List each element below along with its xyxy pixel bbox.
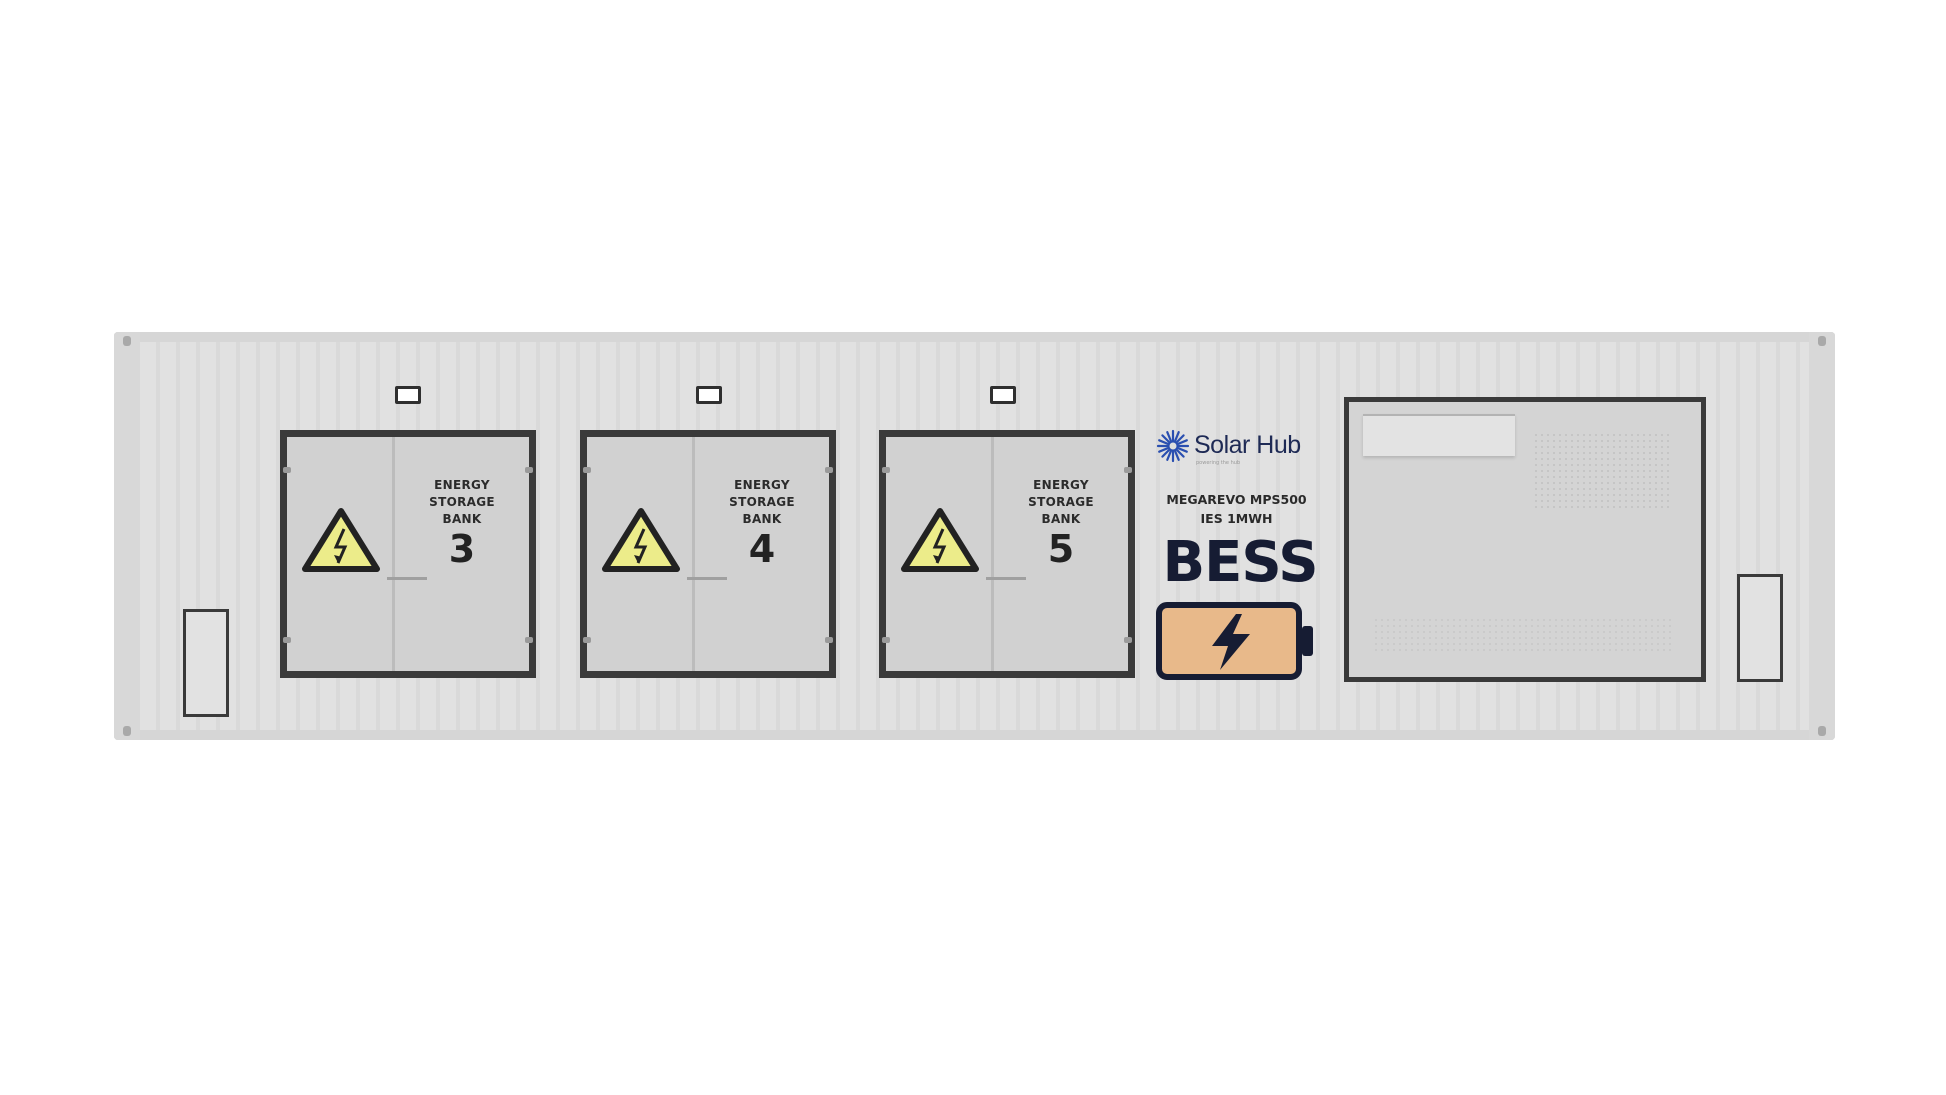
hinge [882, 467, 890, 473]
hinge [882, 637, 890, 643]
high-voltage-warning-icon [302, 508, 380, 572]
hinge [825, 467, 833, 473]
solar-hub-logo: Solar Hub powering the hub [1156, 427, 1316, 467]
door-latch[interactable] [986, 577, 1026, 580]
door-left-leaf [587, 437, 695, 671]
storage-bank-door-4[interactable]: ENERGY STORAGE BANK 4 [580, 430, 836, 678]
bank-label-line3: BANK [1041, 512, 1081, 526]
left-vent [183, 609, 229, 717]
right-corner-post [1809, 332, 1835, 740]
hinge [283, 637, 291, 643]
door-latch[interactable] [387, 577, 427, 580]
bank-label-line3: BANK [742, 512, 782, 526]
right-vent [1737, 574, 1783, 682]
bank-label: ENERGY STORAGE BANK 3 [395, 477, 529, 570]
sunburst-icon [1156, 429, 1190, 463]
bank-number: 4 [748, 527, 776, 571]
hinge [825, 637, 833, 643]
model-line1: MEGAREVO MPS500 [1166, 492, 1307, 507]
bank-label-line2: STORAGE [429, 495, 495, 509]
bess-title: BESS [1162, 530, 1318, 595]
equipment-access-panel[interactable] [1344, 397, 1706, 682]
bank-number: 3 [448, 527, 476, 571]
model-line2: IES 1MWH [1200, 511, 1273, 526]
battery-lightning-icon [1156, 602, 1313, 680]
high-voltage-warning-icon [901, 508, 979, 572]
left-corner-post [114, 332, 140, 740]
door-latch[interactable] [687, 577, 727, 580]
bank-label: ENERGY STORAGE BANK 4 [695, 477, 829, 570]
bank-label-line1: ENERGY [434, 478, 490, 492]
top-rail [114, 332, 1835, 342]
storage-bank-door-5[interactable]: ENERGY STORAGE BANK 5 [879, 430, 1135, 678]
hinge [583, 467, 591, 473]
hinge [1124, 467, 1132, 473]
bank-label-line1: ENERGY [1033, 478, 1089, 492]
panel-grille [1533, 432, 1673, 512]
bess-container: ENERGY STORAGE BANK 3 ENERGY [114, 332, 1835, 740]
bottom-rail [114, 730, 1835, 740]
panel-grille [1373, 617, 1673, 653]
hinge [525, 467, 533, 473]
door-left-leaf [886, 437, 994, 671]
bank-label-line2: STORAGE [1028, 495, 1094, 509]
hinge [283, 467, 291, 473]
corner-casting-top-right [1818, 336, 1826, 346]
door-light-4 [696, 386, 722, 404]
hinge [1124, 637, 1132, 643]
hinge [583, 637, 591, 643]
bank-label-line1: ENERGY [734, 478, 790, 492]
corner-casting-top-left [123, 336, 131, 346]
hinge [525, 637, 533, 643]
storage-bank-door-3[interactable]: ENERGY STORAGE BANK 3 [280, 430, 536, 678]
brand-tagline: powering the hub [1196, 460, 1241, 466]
high-voltage-warning-icon [602, 508, 680, 572]
brand-name: Solar Hub [1194, 431, 1301, 459]
door-light-3 [395, 386, 421, 404]
corner-casting-bottom-right [1818, 726, 1826, 736]
model-label: MEGAREVO MPS500 IES 1MWH [1144, 490, 1329, 528]
door-left-leaf [287, 437, 395, 671]
bank-label-line3: BANK [442, 512, 482, 526]
panel-nameplate [1363, 414, 1515, 456]
bank-label: ENERGY STORAGE BANK 5 [994, 477, 1128, 570]
bank-label-line2: STORAGE [729, 495, 795, 509]
bank-number: 5 [1047, 527, 1075, 571]
door-light-5 [990, 386, 1016, 404]
corner-casting-bottom-left [123, 726, 131, 736]
